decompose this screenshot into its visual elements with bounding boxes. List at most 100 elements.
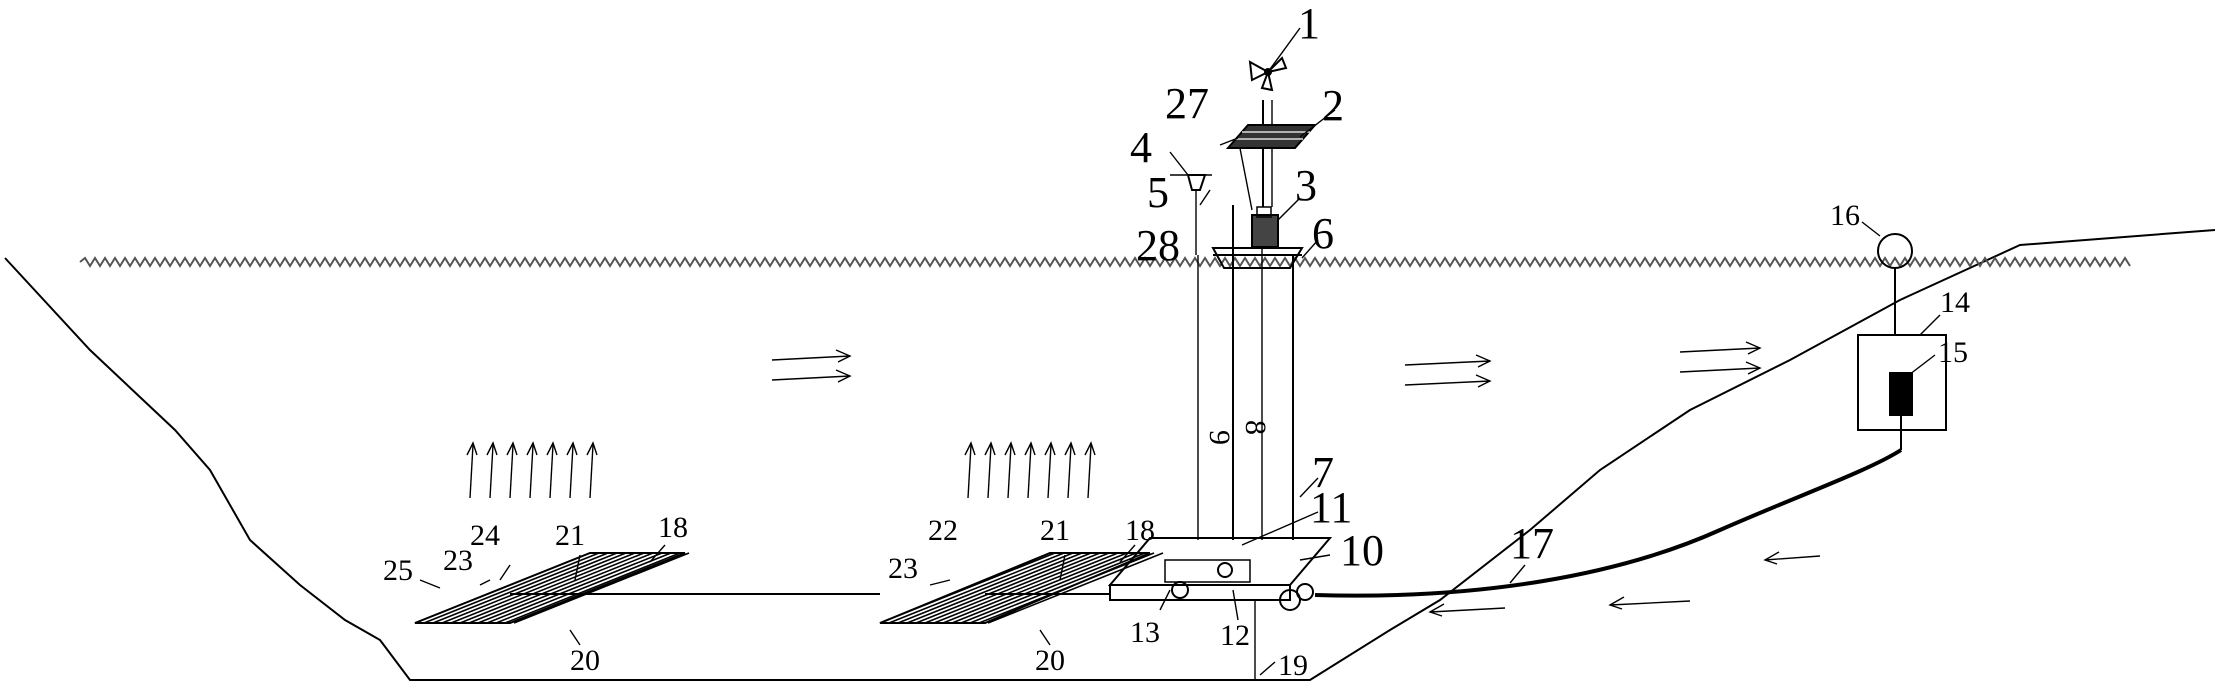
hatch-line (486, 552, 663, 624)
up-arrow (589, 444, 594, 499)
label-2: 2 (1322, 81, 1344, 130)
flow-arrow-head (835, 349, 852, 363)
up-arrow (469, 444, 474, 499)
label-5: 5 (1147, 168, 1169, 217)
label-17: 17 (1510, 519, 1554, 568)
flow-arrow (1429, 607, 1506, 613)
up-arrow-head (546, 441, 558, 456)
label-28: 28 (1136, 221, 1180, 270)
label-11: 11 (1310, 483, 1352, 532)
label-3: 3 (1295, 161, 1317, 210)
hatch-line (906, 552, 1083, 624)
label-10: 10 (1340, 526, 1384, 575)
up-arrow-head (964, 441, 976, 456)
hatch-line (897, 552, 1074, 624)
label-25: 25 (383, 554, 413, 587)
flow-arrow (1404, 380, 1491, 386)
flow-arrow (771, 355, 851, 361)
up-arrow-head (466, 441, 478, 456)
part-labels: 1 2 27 4 5 3 28 6 9 8 7 11 10 13 12 19 1… (383, 0, 1970, 682)
up-arrow (1087, 444, 1092, 499)
label-22: 22 (928, 514, 958, 547)
hatch-line (987, 552, 1164, 624)
central-tower (1107, 56, 1333, 680)
label-24: 24 (470, 519, 500, 552)
label-16: 16 (1830, 199, 1860, 232)
flow-arrow-head (1475, 374, 1492, 388)
label-23-mid: 23 (888, 552, 918, 585)
up-arrow-head (1084, 441, 1096, 456)
label-6: 6 (1312, 209, 1334, 258)
up-arrow (529, 444, 534, 499)
up-arrow-head (526, 441, 538, 456)
up-arrow (1027, 444, 1032, 499)
flow-arrow (771, 375, 851, 381)
up-arrow-head (1024, 441, 1036, 456)
up-arrow (987, 444, 992, 499)
up-arrow (967, 444, 972, 499)
up-arrow (1067, 444, 1072, 499)
flow-arrow-head (1745, 341, 1762, 355)
flow-arrow-head (1763, 551, 1780, 565)
up-arrow (489, 444, 494, 499)
up-arrow (509, 444, 514, 499)
up-arrow (1007, 444, 1012, 499)
hatch-line (933, 552, 1110, 624)
hatch-line (441, 552, 618, 624)
label-13: 13 (1130, 616, 1160, 649)
hatch-line (504, 552, 681, 624)
hatch-line (924, 552, 1101, 624)
upward-flow-arrows (466, 441, 1096, 499)
hatch-line (978, 552, 1155, 624)
label-9: 9 (1203, 430, 1236, 445)
middle-planting-bed (879, 552, 1164, 624)
label-27: 27 (1165, 79, 1209, 128)
hatch-line (495, 552, 672, 624)
label-18-left: 18 (658, 511, 688, 544)
hatch-line (423, 552, 600, 624)
up-arrow-head (486, 441, 498, 456)
hatch-line (459, 552, 636, 624)
flow-arrow (1609, 600, 1691, 606)
hatch-line (450, 552, 627, 624)
label-4: 4 (1130, 123, 1152, 172)
hatch-line (915, 552, 1092, 624)
label-21-left: 21 (555, 519, 585, 552)
label-20-left: 20 (570, 644, 600, 677)
up-arrow-head (1004, 441, 1016, 456)
leader-lines (419, 27, 1941, 676)
up-arrow-head (506, 441, 518, 456)
up-arrow-head (1064, 441, 1076, 456)
flow-arrow-head (1608, 596, 1625, 610)
hatch-line (414, 552, 591, 624)
flow-arrow-head (835, 369, 852, 383)
up-arrow (1047, 444, 1052, 499)
left-planting-bed (414, 552, 690, 624)
hatch-line (468, 552, 645, 624)
right-monitoring-station (1857, 233, 1947, 450)
label-23-left: 23 (443, 544, 473, 577)
hatch-line (513, 552, 690, 624)
water-surface-line (79, 256, 2131, 268)
flow-arrow (1404, 360, 1491, 366)
up-arrow-head (1044, 441, 1056, 456)
bed-hatching-left (414, 552, 690, 624)
flow-arrow (1679, 367, 1761, 373)
label-15: 15 (1938, 336, 1968, 369)
label-21-mid: 21 (1040, 514, 1070, 547)
flow-arrow-head (1475, 354, 1492, 368)
up-arrow (569, 444, 574, 499)
up-arrow-head (566, 441, 578, 456)
flow-arrow (1764, 555, 1821, 561)
up-arrow (549, 444, 554, 499)
flow-arrow-head (1428, 603, 1445, 617)
label-20-mid: 20 (1035, 644, 1065, 677)
up-arrow-head (586, 441, 598, 456)
hatch-line (888, 552, 1065, 624)
cable-17 (1314, 448, 1903, 598)
hatch-line (432, 552, 609, 624)
label-12: 12 (1220, 619, 1250, 652)
label-19: 19 (1278, 649, 1308, 682)
water-flow-arrows (771, 341, 1821, 617)
